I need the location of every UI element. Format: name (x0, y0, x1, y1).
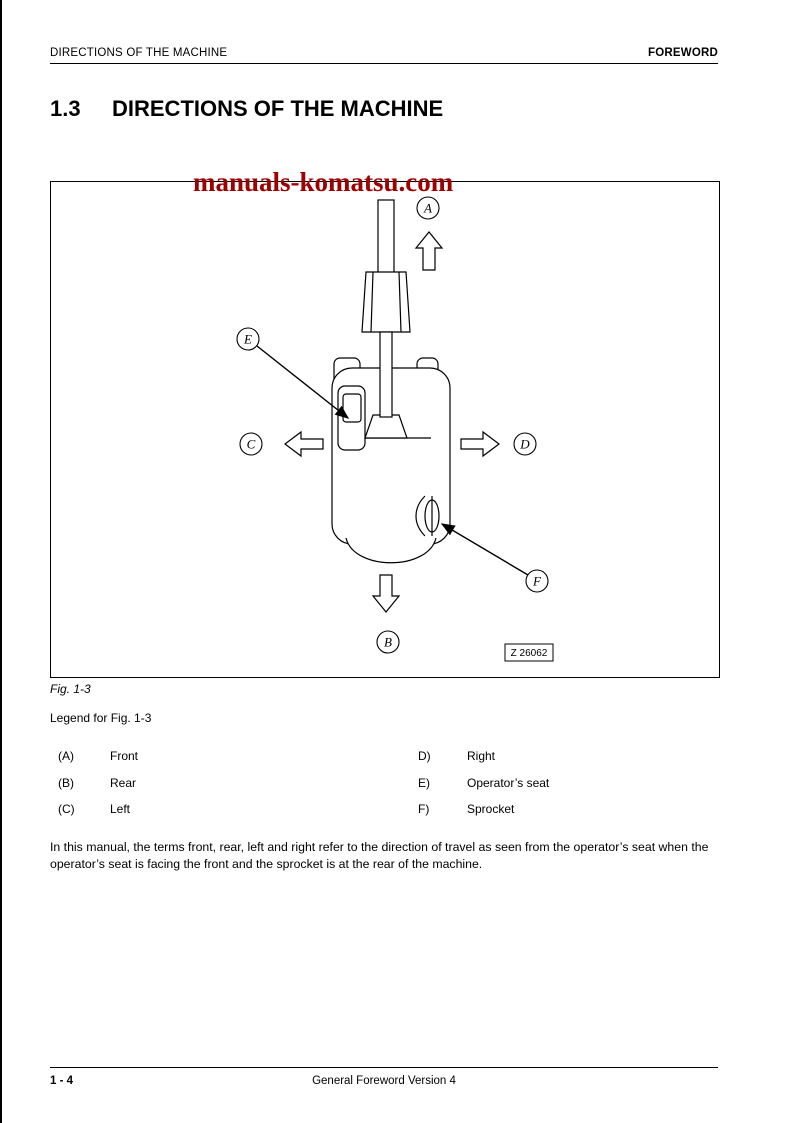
callout-b: B (376, 630, 400, 654)
bucket (361, 271, 411, 333)
right-direction-arrow (460, 430, 500, 458)
legend-heading: Legend for Fig. 1-3 (50, 711, 152, 725)
legend-key-e: E) (418, 776, 430, 790)
watermark-text: manuals-komatsu.com (193, 167, 454, 197)
callout-letter-d: D (519, 437, 530, 452)
callout-e: E (236, 327, 260, 351)
counterweight-arc (345, 537, 437, 564)
legend-value-f: Sprocket (467, 802, 515, 816)
legend-key-d: D) (418, 749, 431, 763)
callout-d: D (513, 432, 537, 456)
figure-box: A E C D F (50, 181, 720, 678)
machine-top-view-diagram: A E C D F (236, 196, 554, 662)
legend-key-c: (C) (58, 802, 75, 816)
footer-page-number: 1 - 4 (50, 1075, 74, 1087)
seat-leader-line (256, 345, 350, 419)
callout-letter-c: C (247, 437, 256, 452)
legend-row: (C) Left F) Sprocket (50, 802, 718, 818)
boom-lower (379, 331, 393, 418)
operator-seat (342, 393, 362, 423)
callout-f: F (525, 569, 549, 593)
callout-c: C (239, 432, 263, 456)
bucket-inner-left (370, 271, 374, 333)
callout-a: A (416, 196, 440, 220)
legend-row: (B) Rear E) Operator’s seat (50, 776, 718, 792)
legend-value-e: Operator’s seat (467, 776, 550, 790)
legend-value-d: Right (467, 749, 496, 763)
header-section-title: DIRECTIONS OF THE MACHINE (50, 47, 228, 59)
front-direction-arrow (414, 231, 444, 271)
boom-assembly (361, 199, 411, 418)
page-title: 1.3 DIRECTIONS OF THE MACHINE (50, 96, 443, 122)
leader-lines (256, 345, 529, 576)
section-title-text: DIRECTIONS OF THE MACHINE (112, 96, 444, 121)
page-edge-line (0, 0, 2, 1123)
callout-letter-b: B (384, 635, 392, 650)
legend-key-f: F) (418, 802, 430, 816)
legend-value-b: Rear (110, 776, 137, 790)
legend-key-a: (A) (58, 749, 74, 763)
sprocket-bracket (415, 495, 426, 537)
callout-letter-a: A (423, 201, 432, 216)
left-direction-arrow (284, 430, 324, 458)
legend-key-b: (B) (58, 776, 74, 790)
direction-arrows (284, 231, 500, 613)
section-number: 1.3 (50, 96, 81, 121)
figure-caption: Fig. 1-3 (50, 682, 91, 696)
legend-row: (A) Front D) Right (50, 749, 718, 765)
drawing-number-box: Z 26062 (504, 643, 554, 662)
rear-direction-arrow (371, 574, 401, 613)
drawing-number: Z 26062 (511, 648, 548, 659)
header-rule (50, 63, 718, 64)
legend-value-a: Front (110, 749, 139, 763)
header-chapter-title: FOREWORD (648, 47, 718, 59)
callout-letter-e: E (243, 332, 252, 347)
sprocket-leader-line (440, 523, 529, 576)
body-paragraph: In this manual, the terms front, rear, l… (50, 840, 709, 871)
machine-body (331, 357, 451, 564)
legend-value-c: Left (110, 802, 131, 816)
boom-mount (364, 414, 408, 439)
footer-document-title: General Foreword Version 4 (312, 1075, 456, 1087)
callout-letter-f: F (532, 574, 542, 589)
footer-rule (50, 1067, 718, 1068)
bucket-inner-right (398, 271, 402, 333)
callouts: A E C D F (236, 196, 549, 654)
